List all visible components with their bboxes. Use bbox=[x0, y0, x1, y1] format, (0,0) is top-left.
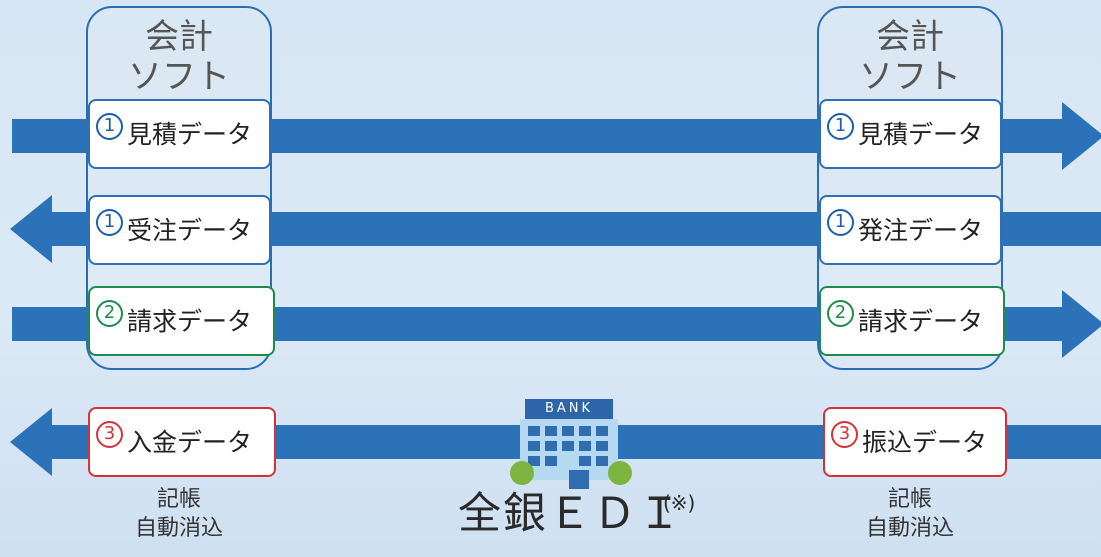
bank-window-icon bbox=[596, 441, 608, 451]
left-received-order-data-text: 受注データ bbox=[127, 215, 253, 245]
right-estimate-data-text: 見積データ bbox=[858, 119, 984, 149]
bank-door-icon bbox=[569, 470, 589, 489]
step-1-icon: 1 bbox=[827, 208, 854, 236]
left-estimate-data-text: 見積データ bbox=[127, 119, 253, 149]
right-software-title-line1: 会計 bbox=[876, 17, 944, 57]
left-invoice-data-label: 2 請求データ bbox=[88, 286, 275, 356]
left-received-order-data-label: 1 受注データ bbox=[88, 195, 271, 265]
bank-building-icon: BANK bbox=[510, 399, 632, 489]
center-note: (※) bbox=[663, 491, 696, 515]
left-software-title-line1: 会計 bbox=[145, 17, 213, 57]
right-estimate-data-label: 1 見積データ bbox=[819, 99, 1002, 169]
right-purchase-order-data-text: 発注データ bbox=[858, 215, 984, 245]
left-note-line2: 自動消込 bbox=[134, 515, 223, 541]
bank-window-icon bbox=[545, 441, 557, 451]
left-deposit-data-label: 3 入金データ bbox=[88, 407, 276, 477]
step-3-icon: 3 bbox=[831, 420, 858, 448]
step-2-icon: 2 bbox=[827, 299, 854, 327]
right-invoice-data-text: 請求データ bbox=[858, 306, 984, 336]
left-deposit-data-text: 入金データ bbox=[127, 427, 253, 457]
step-1-icon: 1 bbox=[96, 112, 123, 140]
center-title: 全銀ＥＤＩ bbox=[458, 489, 683, 539]
bank-window-icon bbox=[528, 456, 540, 466]
left-invoice-data-text: 請求データ bbox=[127, 306, 253, 336]
bank-window-icon bbox=[545, 426, 557, 436]
step-1-icon: 1 bbox=[827, 112, 854, 140]
right-note-line1: 記帳 bbox=[887, 487, 932, 512]
bank-window-icon bbox=[596, 456, 608, 466]
bush-icon bbox=[510, 461, 534, 485]
right-transfer-data-text: 振込データ bbox=[862, 427, 988, 457]
right-note-line2: 自動消込 bbox=[865, 515, 954, 541]
bank-window-icon bbox=[562, 441, 574, 451]
bank-window-icon bbox=[562, 426, 574, 436]
bank-window-icon bbox=[528, 441, 540, 451]
right-invoice-data-label: 2 請求データ bbox=[819, 286, 1005, 356]
bank-label: BANK bbox=[525, 399, 613, 419]
bank-body bbox=[520, 419, 618, 489]
bank-window-icon bbox=[579, 426, 591, 436]
bank-window-icon bbox=[579, 441, 591, 451]
step-1-icon: 1 bbox=[96, 208, 123, 236]
right-transfer-data-label: 3 振込データ bbox=[823, 407, 1007, 477]
step-3-icon: 3 bbox=[96, 420, 123, 448]
bank-window-icon bbox=[579, 456, 591, 466]
left-estimate-data-label: 1 見積データ bbox=[88, 99, 271, 169]
bank-window-icon bbox=[528, 426, 540, 436]
right-bookkeeping-notes: 記帳 自動消込 bbox=[845, 486, 975, 543]
right-software-title-line2: ソフト bbox=[859, 57, 961, 97]
left-bookkeeping-notes: 記帳 自動消込 bbox=[114, 486, 244, 543]
left-software-title-line2: ソフト bbox=[128, 57, 230, 97]
right-purchase-order-data-label: 1 発注データ bbox=[819, 195, 1002, 265]
left-note-line1: 記帳 bbox=[156, 487, 201, 512]
bush-icon bbox=[608, 461, 632, 485]
step-2-icon: 2 bbox=[96, 299, 123, 327]
bank-window-icon bbox=[545, 456, 557, 466]
bank-window-icon bbox=[596, 426, 608, 436]
